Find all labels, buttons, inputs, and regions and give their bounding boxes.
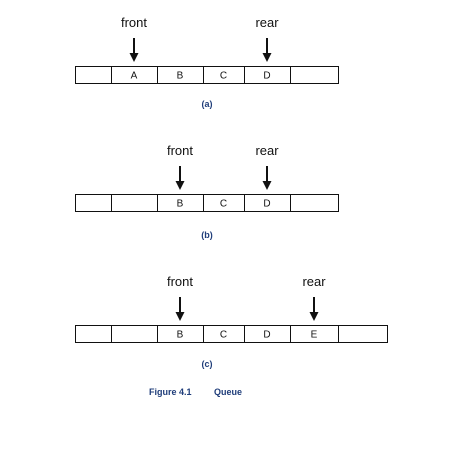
front-label: front bbox=[167, 143, 193, 158]
queue-cell-value: C bbox=[220, 330, 227, 341]
queue-array: B C D E bbox=[75, 325, 388, 343]
queue-cell bbox=[290, 194, 339, 212]
queue-array: A B C D bbox=[75, 66, 339, 84]
queue-cell-value: D bbox=[263, 71, 270, 82]
queue-cell bbox=[290, 66, 339, 84]
rear-arrow-head bbox=[262, 181, 272, 190]
queue-cell-value: C bbox=[220, 199, 227, 210]
queue-array: B C D bbox=[75, 194, 339, 212]
caption-number: Figure 4.1 bbox=[149, 387, 192, 397]
front-label: front bbox=[167, 274, 193, 289]
queue-cell bbox=[111, 194, 158, 212]
queue-cell-value: B bbox=[177, 330, 184, 341]
front-pointer: front bbox=[167, 143, 193, 190]
queue-cell bbox=[75, 66, 112, 84]
caption-title: Queue bbox=[214, 387, 242, 397]
figure-caption: Figure 4.1 Queue bbox=[149, 387, 242, 397]
queue-cell-value: A bbox=[131, 71, 138, 82]
queue-cell-value: E bbox=[311, 330, 318, 341]
queue-cell-value: D bbox=[263, 199, 270, 210]
queue-cell bbox=[111, 325, 158, 343]
diagram-part-label: (a) bbox=[202, 99, 213, 109]
front-arrow-head bbox=[129, 53, 139, 62]
queue-cell-value: B bbox=[177, 199, 184, 210]
rear-arrow-head bbox=[262, 53, 272, 62]
diagram-part-label: (b) bbox=[201, 230, 213, 240]
front-label: front bbox=[121, 15, 147, 30]
front-pointer: front bbox=[121, 15, 147, 62]
rear-arrow-head bbox=[309, 312, 319, 321]
front-arrow-head bbox=[175, 312, 185, 321]
front-arrow-head bbox=[175, 181, 185, 190]
rear-label: rear bbox=[255, 143, 279, 158]
queue-cell bbox=[338, 325, 388, 343]
queue-cell bbox=[75, 325, 112, 343]
queue-cell bbox=[75, 194, 112, 212]
rear-label: rear bbox=[302, 274, 326, 289]
front-pointer: front bbox=[167, 274, 193, 321]
rear-label: rear bbox=[255, 15, 279, 30]
queue-cell-value: C bbox=[220, 71, 227, 82]
rear-pointer: rear bbox=[302, 274, 326, 321]
queue-cell-value: B bbox=[177, 71, 184, 82]
queue-cell-value: D bbox=[263, 330, 270, 341]
rear-pointer: rear bbox=[255, 15, 279, 62]
rear-pointer: rear bbox=[255, 143, 279, 190]
diagram-part-label: (c) bbox=[202, 359, 213, 369]
